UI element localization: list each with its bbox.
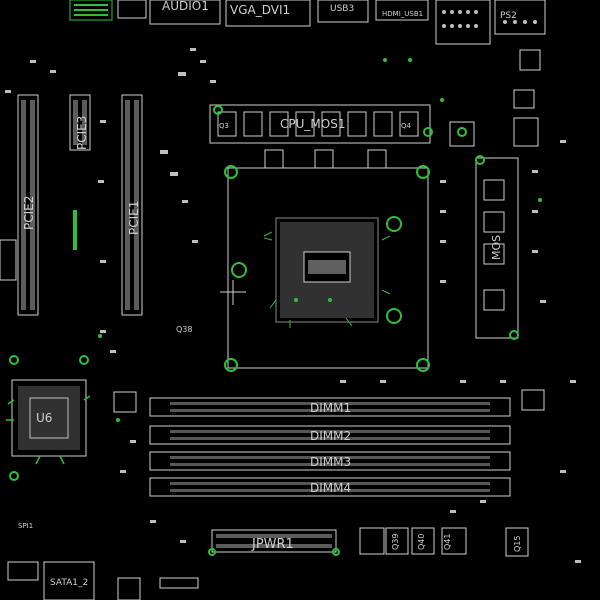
jpwr-pins: [216, 534, 332, 548]
right-vrm: [449, 49, 541, 339]
right-vrm-label: MOS: [490, 235, 503, 260]
q4-label: Q4: [401, 122, 412, 130]
pcie-slots: [0, 94, 143, 316]
cpu-socket-holes: [224, 165, 430, 372]
q40-label: Q40: [417, 534, 426, 550]
pcie-pins: [21, 100, 139, 310]
cpu-vrm-row: [209, 104, 431, 169]
vrm-mount-holes: [213, 105, 433, 137]
usb3-label: USB3: [330, 4, 354, 14]
bottom-holes: [208, 548, 340, 556]
spi-label: SPI1: [18, 522, 33, 530]
q15-label: Q15: [513, 536, 522, 552]
right-vrm-holes: [457, 127, 519, 340]
ps2-label: PS2: [500, 11, 517, 21]
q3-label: Q3: [219, 122, 229, 130]
hdmi-label: HDMI_USB1: [382, 10, 423, 18]
pch-holes: [9, 355, 89, 481]
dimm3-label: DIMM3: [310, 455, 351, 469]
jpwr-label: JPWR1: [251, 537, 294, 552]
pcie2-label: PCIE2: [22, 196, 36, 230]
dimm1-label: DIMM1: [310, 401, 351, 415]
green-vias: [98, 58, 542, 422]
vga-label: VGA_DVI1: [230, 3, 290, 17]
rear-io-connectors: [69, 0, 546, 45]
dimm4-label: DIMM4: [310, 481, 351, 495]
cpu-green-traces: [263, 231, 391, 328]
audio-label: AUDIO1: [162, 0, 209, 13]
pcie3-label: PCIE3: [75, 116, 89, 150]
smd-pads: [5, 48, 581, 563]
cpu-socket: [220, 167, 429, 369]
pch-label: U6: [36, 411, 52, 425]
sata-label: SATA1_2: [50, 578, 88, 588]
bottom-components: [7, 389, 545, 600]
dimm-slots: [149, 397, 511, 497]
pcie1-label: PCIE1: [127, 201, 141, 235]
pch-chip: [6, 379, 91, 465]
q41-label: Q41: [443, 534, 452, 550]
q38-label: Q38: [176, 325, 192, 334]
cpu-vrm-label: CPU_MOS1: [280, 117, 345, 131]
q39-label: Q39: [391, 534, 400, 550]
dimm2-label: DIMM2: [310, 429, 351, 443]
dimm-pins: [170, 402, 490, 492]
io-pad-grid: [442, 10, 537, 28]
